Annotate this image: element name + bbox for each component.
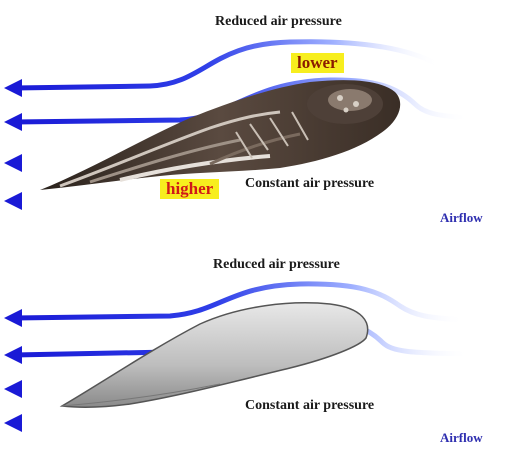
arrowhead-2: [4, 113, 22, 131]
streamline-1: [11, 39, 443, 91]
streamline-5: [11, 281, 468, 323]
arrowhead-7: [4, 380, 22, 398]
arrowhead-4: [4, 192, 22, 210]
arrowhead-8: [4, 414, 22, 432]
lower-pressure-badge: lower: [291, 53, 344, 73]
top-reduced-pressure-label: Reduced air pressure: [215, 14, 342, 29]
bottom-airflow-label: Airflow: [440, 430, 483, 445]
arrowhead-3: [4, 154, 22, 172]
top-airflow-label: Airflow: [440, 210, 483, 225]
arrowhead-5: [4, 309, 22, 327]
top-constant-pressure-label: Constant air pressure: [245, 176, 375, 191]
airfoil-icon: [59, 302, 369, 409]
bottom-constant-pressure-label: Constant air pressure: [245, 398, 375, 413]
bird-wing-icon: [40, 80, 401, 190]
arrowhead-6: [4, 346, 22, 364]
arrowhead-1: [4, 79, 22, 97]
higher-pressure-badge: higher: [160, 179, 220, 199]
bottom-reduced-pressure-label: Reduced air pressure: [213, 257, 340, 272]
